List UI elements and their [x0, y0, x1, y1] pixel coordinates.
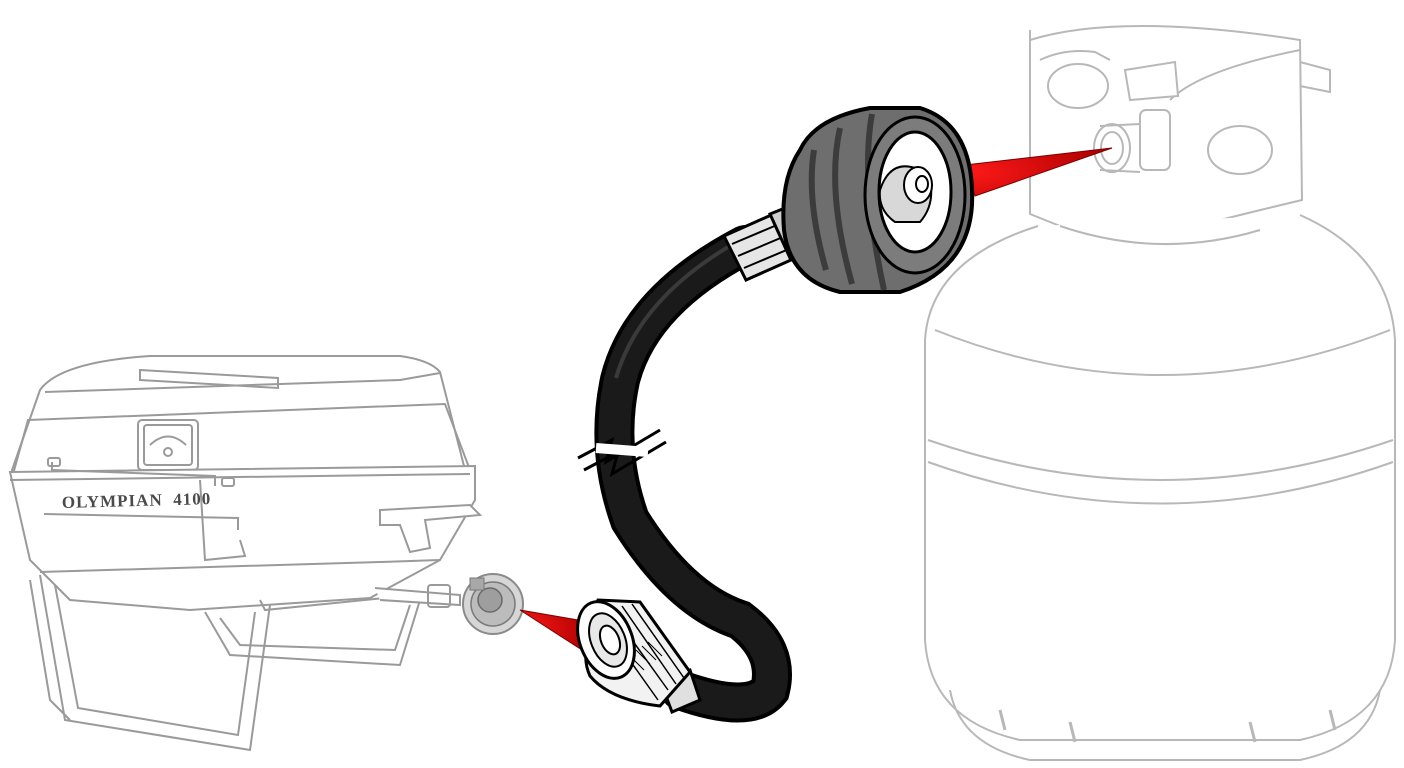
- tank-fitting-acme-nut: [721, 106, 975, 294]
- grill-brand-label: OLYMPIAN 4100: [62, 489, 212, 512]
- grill-fitting-coupler: [576, 598, 702, 714]
- portable-grill: [8, 355, 483, 752]
- hose-break-mark: [577, 428, 667, 478]
- propane-tank: [924, 25, 1396, 761]
- adapter-hose: [594, 225, 792, 723]
- grill-regulator: [462, 573, 524, 635]
